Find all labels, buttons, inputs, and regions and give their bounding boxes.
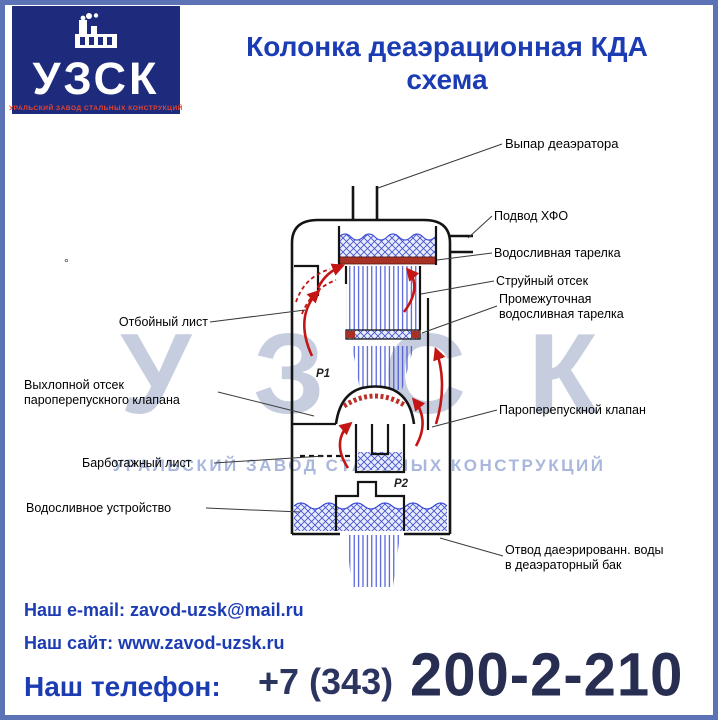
marker-p2: Р2: [394, 478, 409, 490]
label-otvod-vody: Отвод даеэрированн. воды в деаэраторный …: [505, 543, 664, 573]
label-promezhutochnaya-tarelka: Промежуточная водосливная тарелка: [499, 292, 624, 322]
title-line-2: схема: [406, 64, 488, 96]
site-row: Наш сайт: www.zavod-uzsk.ru: [24, 633, 285, 654]
jet-streams-lower: [352, 346, 414, 390]
vapor-nozzle: [351, 186, 379, 220]
leader-lines: [205, 143, 504, 557]
label-vykhlopnoy-otsek: Выхлопной отсек пароперепускного клапана: [24, 378, 180, 408]
label-vodoslivnaya-tarelka: Водосливная тарелка: [494, 246, 621, 260]
label-podvod-khfo: Подвод ХФО: [494, 209, 569, 223]
title-line-1: Колонка деаэрационная КДА: [246, 31, 648, 62]
logo-subtitle: УРАЛЬСКИЙ ЗАВОД СТАЛЬНЫХ КОНСТРУКЦИЙ: [9, 104, 183, 112]
phone-area-code: +7 (343): [258, 661, 394, 702]
outlet-streams: [346, 535, 400, 587]
vessel-internals: [292, 226, 438, 531]
bypass-valve-trap: [354, 420, 406, 474]
site-label: Наш сайт:: [24, 633, 114, 653]
label-struyny-otsek: Струйный отсек: [496, 274, 589, 288]
khfo-inlet-pipe: [450, 234, 473, 254]
label-barbotazhny-list: Барботажный лист: [82, 456, 192, 470]
label-otboyny-list: Отбойный лист: [118, 315, 208, 329]
company-logo: УЗСК УРАЛЬСКИЙ ЗАВОД СТАЛЬНЫХ КОНСТРУКЦИ…: [9, 6, 183, 114]
vessel-outline: [290, 186, 473, 536]
intermediate-overflow-tray: [345, 329, 421, 340]
email-row: Наш e-mail: zavod-uzsk@mail.ru: [24, 600, 304, 621]
email-value: zavod-uzsk@mail.ru: [130, 600, 304, 620]
deflector-sheet: [294, 264, 320, 296]
marker-p1: Р1: [316, 368, 330, 380]
stray-mark: °: [64, 256, 69, 270]
email-label: Наш e-mail:: [24, 600, 126, 620]
steam-bypass-dome: [334, 385, 416, 425]
upper-overflow-tray: [338, 256, 437, 265]
logo-name: УЗСК: [32, 53, 160, 104]
phone-number: 200-2-210: [410, 640, 684, 710]
phone-label: Наш телефон:: [24, 671, 221, 702]
overflow-device: [334, 480, 406, 531]
site-value: www.zavod-uzsk.ru: [118, 633, 285, 653]
steam-flow-arrows: [295, 263, 446, 469]
water-regions: [293, 233, 448, 587]
factory-icon: [72, 13, 120, 56]
label-paroperepusknoy-klapan: Пароперепускной клапан: [499, 403, 646, 417]
label-vypar-deaeratora: Выпар деаэратора: [505, 136, 619, 151]
label-vodoslivnoe-ustroystvo: Водосливное устройство: [26, 501, 172, 515]
page-title: Колонка деаэрационная КДА схема: [188, 30, 706, 96]
jet-streams-upper: [346, 266, 420, 332]
